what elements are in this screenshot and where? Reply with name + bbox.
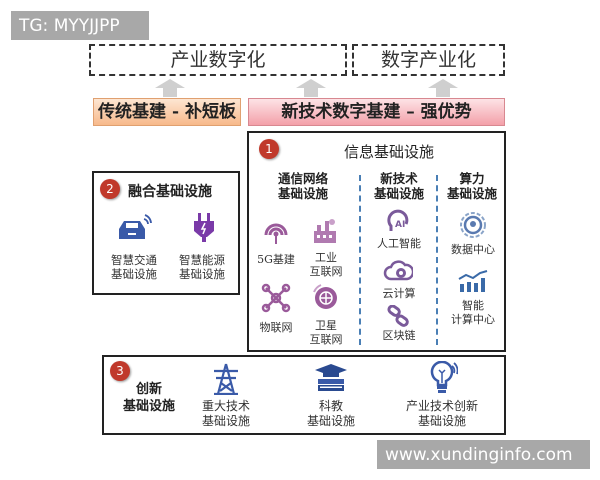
data-center-icon (460, 212, 486, 238)
info-title: 信息基础设施 (343, 143, 434, 161)
industrial-digitization-box: 产业数字化 (89, 44, 347, 76)
label-industrial-internet: 工业 互联网 (309, 251, 343, 278)
5g-antenna-icon (264, 223, 288, 244)
power-tower-icon (214, 363, 238, 395)
label-smart-energy: 智慧能源 基础设施 (179, 253, 225, 281)
info-infrastructure-panel: 1 信息基础设施 通信网络 基础设施 5G基建 工业 互联网 物联网 (247, 131, 506, 352)
innovation-title: 创新 基础设施 (122, 382, 175, 414)
badge-1: 1 (259, 139, 279, 159)
blockchain-link-icon (387, 305, 409, 327)
bar-chart-icon (458, 270, 488, 292)
up-arrow-icon (428, 79, 458, 99)
label-data-center: 数据中心 (451, 243, 495, 256)
new-tech-heading: 新技术 基础设施 (373, 171, 424, 201)
factory-icon (314, 219, 336, 243)
up-arrow-icon (155, 79, 185, 99)
label-science-education: 科教 基础设施 (306, 399, 355, 428)
svg-text:AI: AI (395, 220, 405, 230)
ai-head-icon: AI (387, 209, 409, 231)
label-intelligent-computing: 智能 计算中心 (451, 299, 495, 326)
digital-industrialization-box: 数字产业化 (352, 44, 505, 76)
watermark-top: TG: MYYJJPP (11, 11, 149, 40)
label-satellite-internet: 卫星 互联网 (309, 319, 343, 346)
badge-3: 3 (110, 361, 130, 381)
power-plug-icon (194, 213, 214, 242)
new-infrastructure-band: 新技术数字基建 – 强优势 (248, 98, 505, 126)
badge-2: 2 (100, 179, 120, 199)
label-5g: 5G基建 (257, 253, 295, 266)
column-divider (436, 175, 438, 345)
satellite-globe-icon (313, 284, 337, 309)
label-blockchain: 区块链 (382, 329, 416, 342)
smart-car-icon (119, 214, 152, 239)
fusion-infrastructure-panel: 2 融合基础设施 智慧交通 基础设施 智慧能源 基础设施 (92, 171, 240, 295)
label-ai: 人工智能 (377, 237, 421, 250)
label-industrial-innovation: 产业技术创新 基础设施 (405, 399, 478, 428)
watermark-bottom: www.xundinginfo.com (377, 440, 590, 469)
lightbulb-icon (430, 361, 458, 393)
comm-network-heading: 通信网络 基础设施 (277, 171, 328, 201)
iot-network-icon (261, 283, 291, 313)
traditional-infrastructure-band: 传统基建 - 补短板 (93, 98, 241, 126)
label-cloud: 云计算 (382, 287, 416, 300)
cloud-computing-icon (383, 260, 413, 281)
label-iot: 物联网 (259, 321, 293, 334)
label-major-tech: 重大技术 基础设施 (201, 399, 250, 428)
innovation-infrastructure-panel: 3 创新 基础设施 重大技术 基础设施 科教 基础设施 产业技术创新 基础设施 (102, 355, 506, 435)
compute-heading: 算力 基础设施 (446, 171, 497, 201)
column-divider (359, 175, 361, 345)
up-arrow-icon (296, 79, 326, 99)
books-graduation-icon (315, 364, 347, 391)
label-smart-transport: 智慧交通 基础设施 (111, 253, 157, 281)
fusion-title: 融合基础设施 (128, 184, 212, 200)
